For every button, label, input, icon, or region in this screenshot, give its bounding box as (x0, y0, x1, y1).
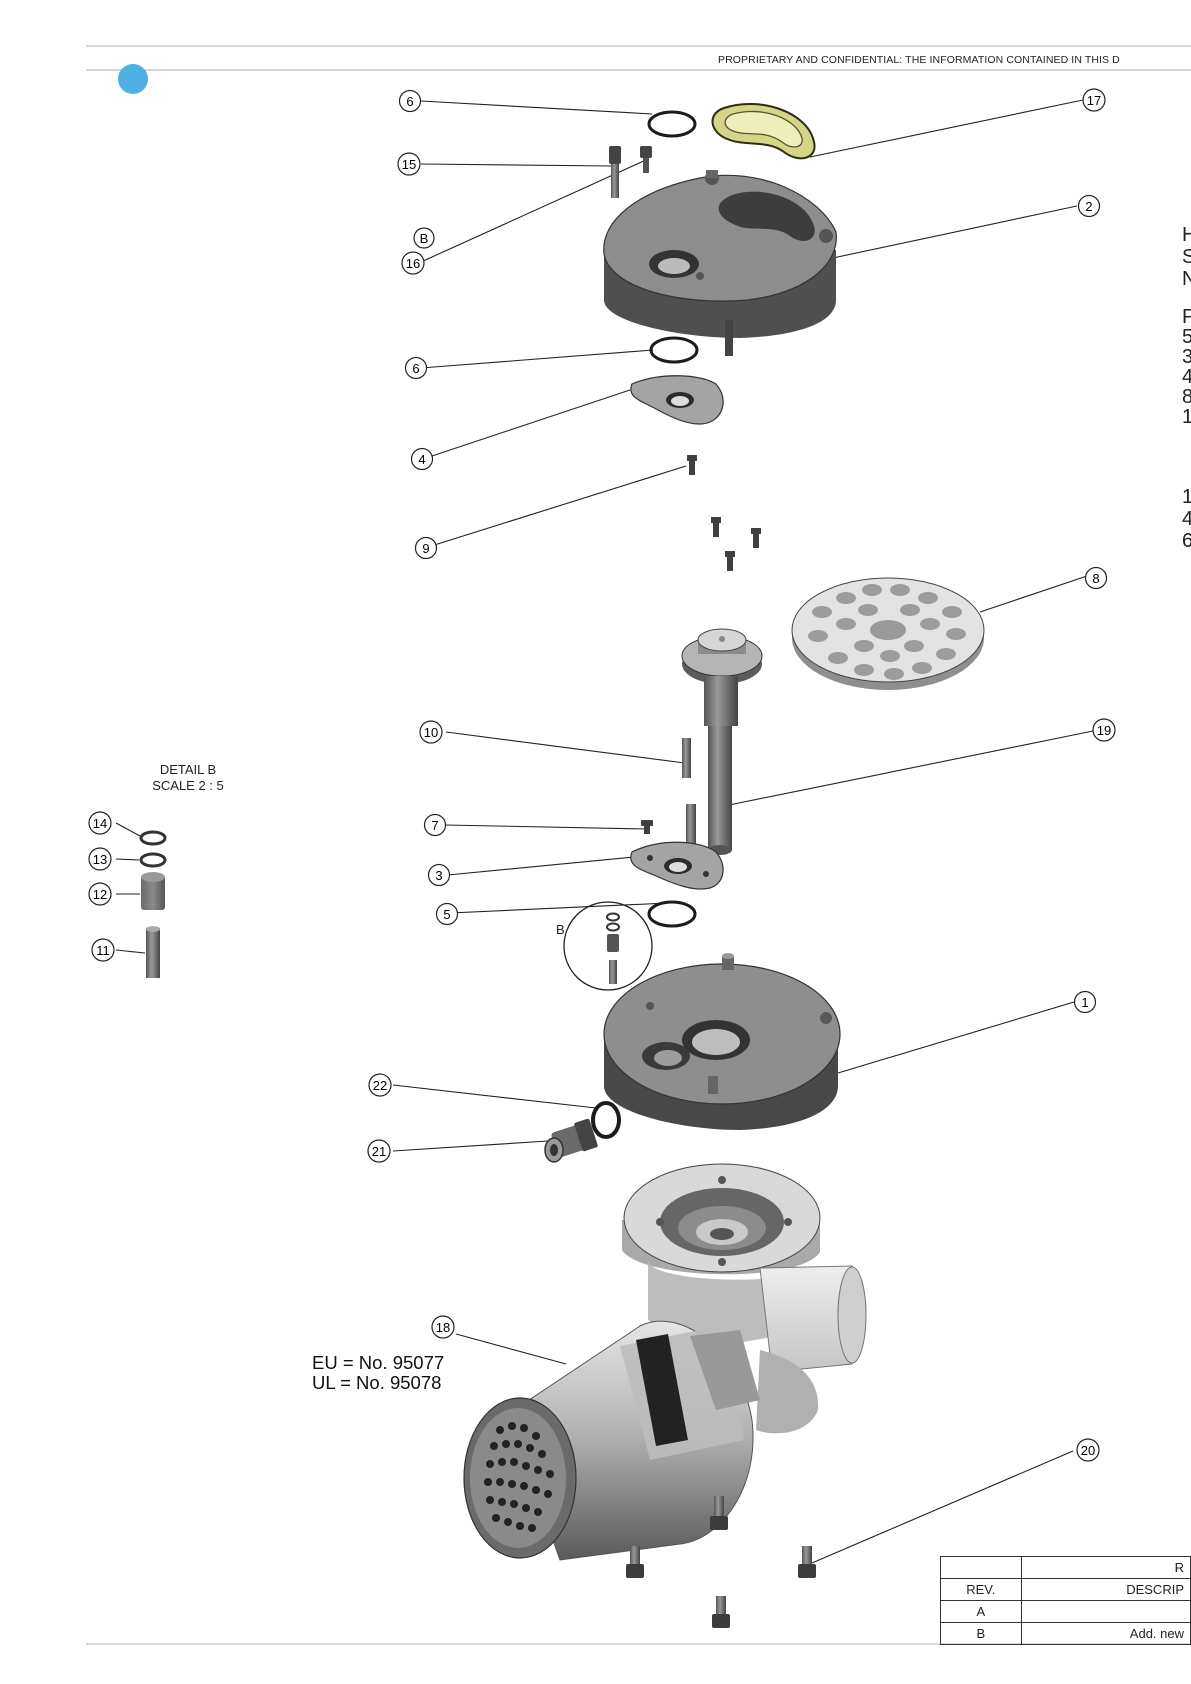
svg-text:20: 20 (1081, 1443, 1095, 1458)
svg-text:2: 2 (1085, 199, 1092, 214)
detail-b-callout-letter: B (556, 922, 565, 937)
status-dot (118, 64, 148, 94)
motor-ul-number: UL = No. 95078 (312, 1373, 444, 1393)
svg-text:6: 6 (412, 361, 419, 376)
balloon-5: 5 (437, 904, 458, 925)
table-row: A (941, 1601, 1191, 1623)
svg-text:B: B (420, 231, 429, 246)
svg-text:6: 6 (406, 94, 413, 109)
svg-text:17: 17 (1087, 93, 1101, 108)
balloon-6-mid: 6 (406, 358, 427, 379)
balloon-9: 9 (416, 538, 437, 559)
wear-plate-3 (631, 842, 723, 889)
svg-text:5: 5 (443, 907, 450, 922)
detail-b-parts (141, 832, 165, 978)
grinder-plate-8 (792, 578, 984, 690)
balloon-17: 17 (1083, 89, 1105, 111)
svg-text:9: 9 (422, 541, 429, 556)
gasket-17 (713, 104, 815, 158)
o-ring-5 (649, 902, 695, 926)
balloon-13: 13 (89, 848, 111, 870)
balloon-2: 2 (1079, 196, 1100, 217)
screws-9 (687, 455, 761, 571)
svg-text:21: 21 (372, 1144, 386, 1159)
o-ring-6-top (649, 112, 695, 136)
balloon-3: 3 (429, 865, 450, 886)
svg-text:1: 1 (1081, 995, 1088, 1010)
seal-ring-22 (593, 1103, 619, 1137)
balloon-11: 11 (92, 939, 114, 961)
motor-part-numbers: EU = No. 95077 UL = No. 95078 (312, 1353, 444, 1393)
svg-text:10: 10 (424, 725, 438, 740)
balloon-16: 16 (402, 252, 424, 274)
detail-b-title: DETAIL B (128, 762, 248, 778)
rev-table-top-fragment: R (1021, 1557, 1190, 1579)
balloon-10: 10 (420, 721, 442, 743)
svg-text:14: 14 (93, 816, 107, 831)
detail-b-scale: SCALE 2 : 5 (128, 778, 248, 794)
balloon-18: 18 (432, 1316, 454, 1338)
motor-eu-number: EU = No. 95077 (312, 1353, 444, 1373)
cover-plate-2 (604, 170, 837, 356)
svg-text:18: 18 (436, 1320, 450, 1335)
balloon-16-letter: B (414, 228, 434, 248)
rev-table-header: REV.DESCRIP (941, 1579, 1191, 1601)
balloon-15: 15 (398, 153, 420, 175)
balloon-8: 8 (1086, 568, 1107, 589)
balloon-7: 7 (425, 815, 446, 836)
svg-text:8: 8 (1092, 571, 1099, 586)
rev-col-header: REV. (941, 1579, 1022, 1601)
svg-text:15: 15 (402, 157, 416, 172)
balloon-14: 14 (89, 812, 111, 834)
svg-text:11: 11 (96, 943, 110, 958)
pins-10 (682, 738, 696, 846)
balloon-1: 1 (1075, 992, 1096, 1013)
balloon-12: 12 (89, 883, 111, 905)
confidential-notice: PROPRIETARY AND CONFIDENTIAL: THE INFORM… (718, 54, 1120, 66)
detail-b-label: DETAIL B SCALE 2 : 5 (128, 762, 248, 794)
svg-text:4: 4 (418, 452, 425, 467)
balloon-20: 20 (1077, 1439, 1099, 1461)
screw-7 (641, 820, 653, 834)
svg-text:7: 7 (431, 818, 438, 833)
housing-1 (604, 953, 840, 1130)
wear-plate-4 (631, 376, 723, 424)
balloon-19: 19 (1093, 719, 1115, 741)
balloon-4: 4 (412, 449, 433, 470)
o-ring-6-mid (651, 338, 697, 362)
balloon-21: 21 (368, 1140, 390, 1162)
svg-text:16: 16 (406, 256, 420, 271)
balloon-6-top: 6 (400, 91, 421, 112)
svg-text:12: 12 (93, 887, 107, 902)
detail-b-callout-circle (564, 902, 652, 990)
screw-16 (640, 146, 652, 173)
svg-text:13: 13 (93, 852, 107, 867)
rev-table-top-row: R (941, 1557, 1191, 1579)
svg-text:3: 3 (435, 868, 442, 883)
svg-text:19: 19 (1097, 723, 1111, 738)
leader-lines (116, 100, 1093, 1563)
svg-text:22: 22 (373, 1078, 387, 1093)
fitting-21 (545, 1118, 598, 1162)
balloon-22: 22 (369, 1074, 391, 1096)
desc-col-header: DESCRIP (1021, 1579, 1190, 1601)
